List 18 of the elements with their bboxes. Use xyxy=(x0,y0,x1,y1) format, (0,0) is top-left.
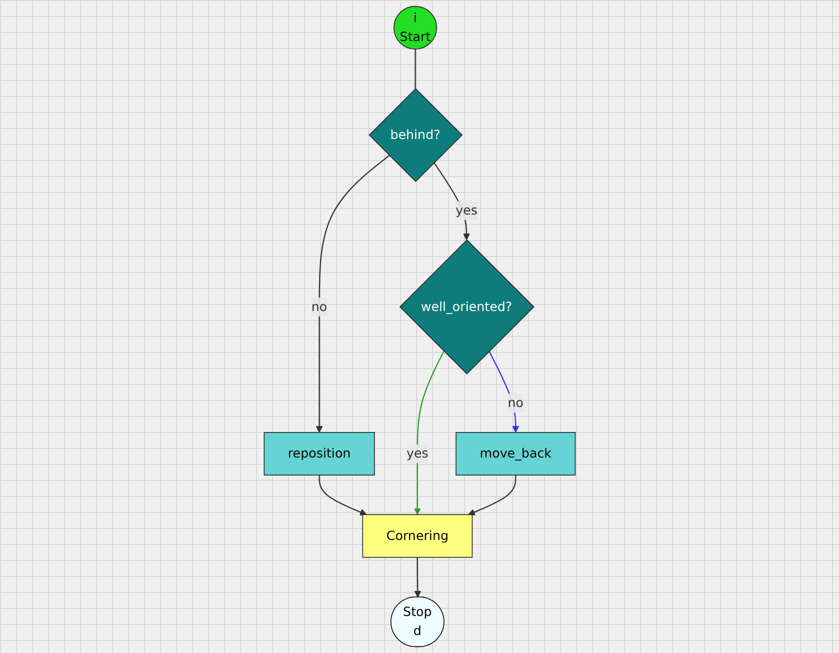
node-diamond: well_oriented? xyxy=(399,239,534,374)
edge-label: yes xyxy=(406,446,428,461)
edge-label: no xyxy=(508,395,524,410)
connector xyxy=(414,49,416,89)
arrow xyxy=(414,351,444,515)
edge-label: no xyxy=(311,299,327,314)
arrow xyxy=(318,475,367,516)
node-circle: i Start xyxy=(393,6,437,50)
node-box: reposition xyxy=(264,432,375,476)
node-diamond: behind? xyxy=(368,88,462,182)
arrow xyxy=(316,155,390,433)
arrow xyxy=(414,557,421,598)
arrow xyxy=(488,351,519,433)
arrow xyxy=(433,162,470,240)
edge-label: yes xyxy=(455,202,478,218)
arrow xyxy=(468,475,516,516)
node-box: Cornering xyxy=(362,514,472,558)
node-box: move_back xyxy=(455,432,576,476)
